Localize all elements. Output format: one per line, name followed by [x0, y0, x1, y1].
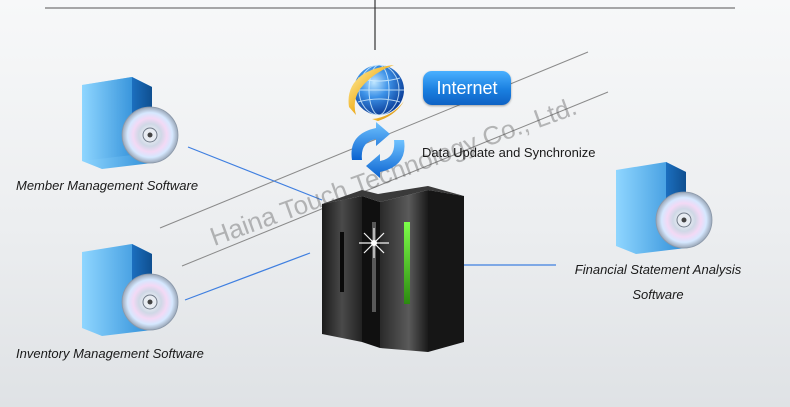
- diagonal-rule-upper: [159, 51, 589, 229]
- diagonal-rule-lower: [181, 91, 609, 267]
- server-icon: [322, 186, 464, 352]
- internet-badge: Internet: [423, 71, 511, 105]
- inventory-connector: [184, 252, 311, 301]
- member-connector: [187, 146, 323, 201]
- sync-arrows-icon: [351, 122, 405, 178]
- inventory-software-label: Inventory Management Software: [16, 346, 204, 361]
- sync-label: Data Update and Synchronize: [422, 145, 596, 160]
- software-box-icon: [82, 77, 179, 169]
- globe-icon: [348, 64, 404, 121]
- member-software-label: Member Management Software: [16, 178, 199, 193]
- software-box-icon: [82, 244, 179, 336]
- financial-software-label: Financial Statement Analysis Software: [574, 262, 742, 302]
- software-box-icon: [616, 162, 713, 254]
